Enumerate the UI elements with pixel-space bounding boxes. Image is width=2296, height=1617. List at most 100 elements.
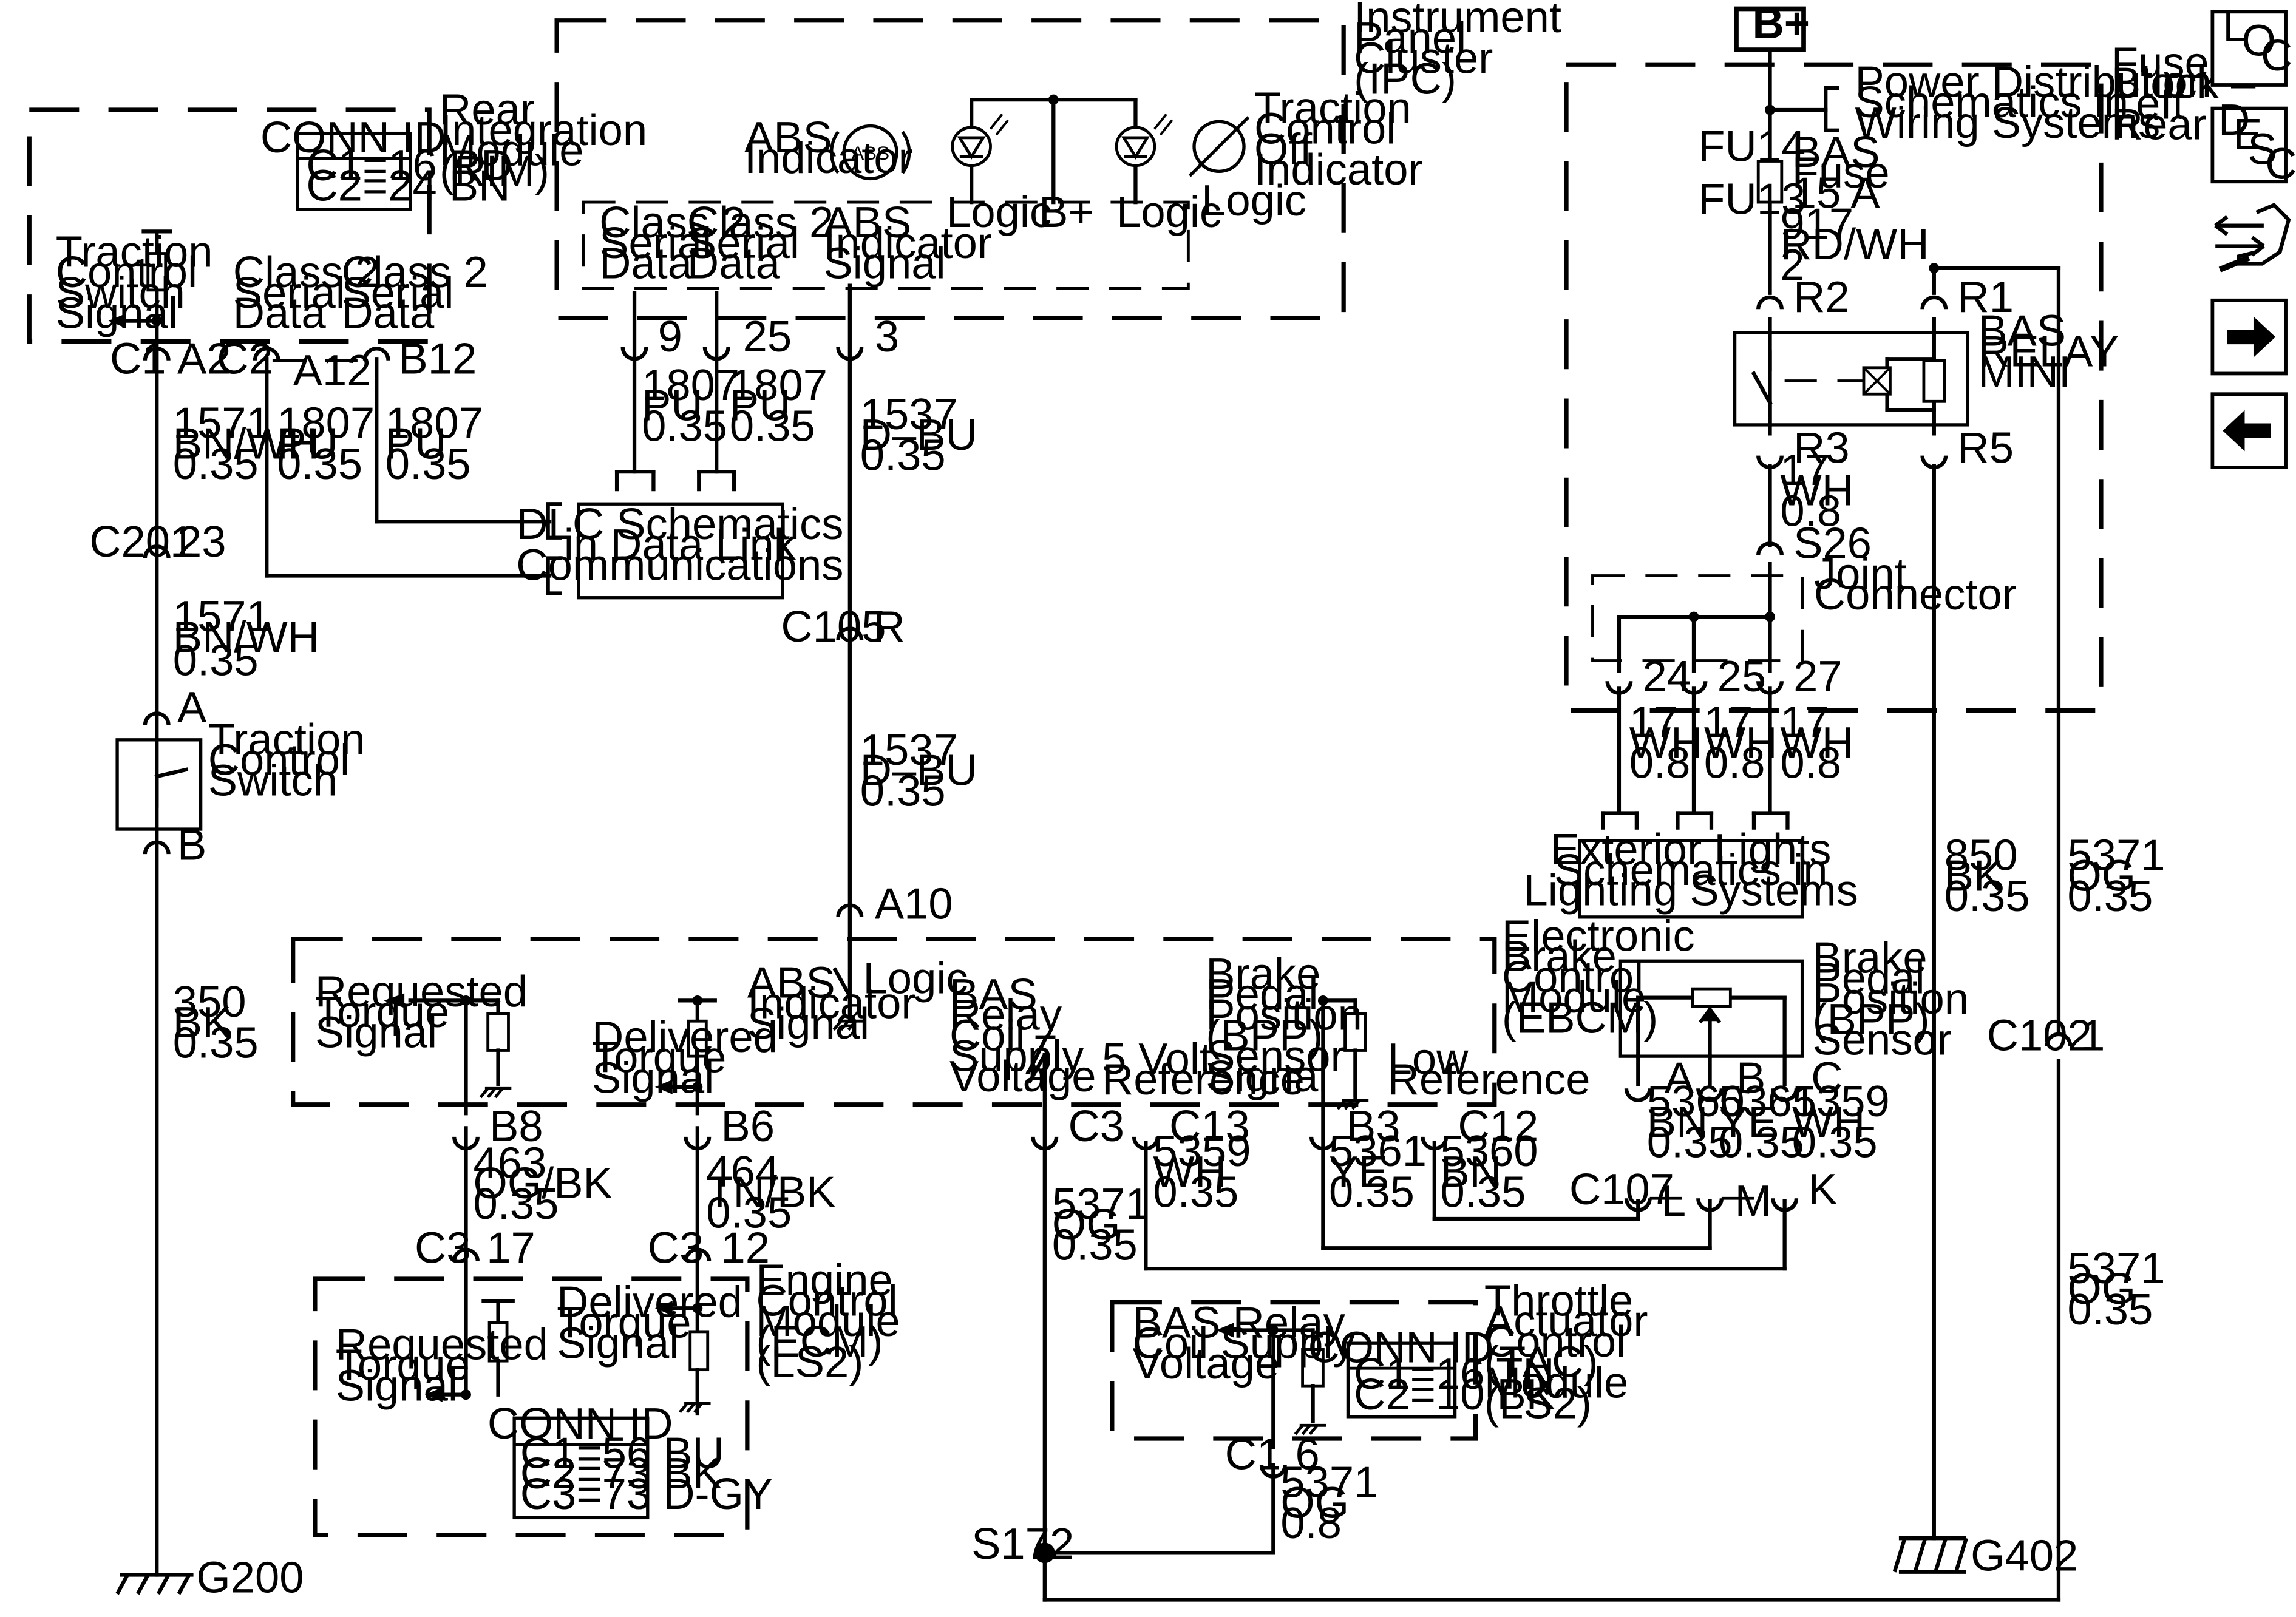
diagram-label: Torque <box>315 988 449 1037</box>
diagram-label: Data <box>341 289 435 338</box>
diagram-label: Fuse <box>2111 38 2209 87</box>
diagram-label: 0.35 <box>2067 872 2153 921</box>
diagram-label: RD/WH <box>1780 220 1929 269</box>
diagram-label: Module <box>756 1297 900 1346</box>
diagram-label: Lighting Systems <box>1524 866 1858 915</box>
diagram-label: B+ <box>1039 188 1094 237</box>
diagram-label: 27 <box>1793 652 1843 701</box>
diagram-label: Requested <box>315 967 528 1016</box>
diagram-label: Class 2 <box>599 198 746 247</box>
diagram-label: 464 <box>706 1147 779 1196</box>
diagram-label: Data <box>687 239 781 288</box>
diagram-label: Signal <box>747 999 869 1048</box>
diagram-label: Connector <box>1814 570 2017 619</box>
diagram-label: 2 <box>1780 240 1804 290</box>
diagram-label: S172 <box>971 1519 1074 1568</box>
diagram-label: 17 <box>1629 697 1679 747</box>
diagram-label: Fuse <box>1792 148 1890 197</box>
diagram-label: BN/WH <box>173 612 319 662</box>
diagram-label: 0.35 <box>385 439 471 489</box>
diagram-label: C2=10 BK <box>1354 1370 1555 1419</box>
diagram-label: Sensor <box>1206 1031 1345 1080</box>
diagram-label: R2 <box>1793 273 1850 322</box>
diagram-label: 0.35 <box>860 431 946 480</box>
diagram-label: PU <box>730 381 791 430</box>
diagram-label: 5371 <box>2067 1244 2165 1293</box>
diagram-label: C <box>1811 1053 1843 1102</box>
diagram-label: CONN ID <box>260 113 446 162</box>
diagram-label: A10 <box>875 879 953 928</box>
diagram-label: B3 <box>1347 1102 1401 1151</box>
rim-conn-box <box>296 131 412 211</box>
diagram-label: C2 <box>217 334 273 383</box>
desc-button[interactable]: D E S C <box>2210 95 2296 188</box>
diagram-label: 0.35 <box>706 1188 792 1238</box>
diagram-label: Schematics in <box>1554 846 1828 895</box>
diagram-label: 5371 <box>1280 1458 1378 1507</box>
diagram-label: Indicator <box>823 219 992 268</box>
diagram-label: (LS2) <box>1484 1378 1592 1428</box>
diagram-label: Coil <box>949 1011 1025 1060</box>
diagram-label: O <box>2242 16 2276 66</box>
diagram-label: Indicator <box>1254 145 1423 194</box>
diagram-label: G200 <box>196 1553 304 1602</box>
diagram-label: Class 2 <box>341 248 487 297</box>
diagram-label: 0.35 <box>730 401 815 450</box>
diagram-label: Torque <box>592 1033 726 1082</box>
diagram-label: 6 <box>1296 1430 1320 1479</box>
rim-box <box>27 107 432 344</box>
diagram-label: Signal <box>56 289 178 338</box>
diagram-label: S <box>2247 124 2277 174</box>
diagram-label: C2=24 BN <box>306 161 510 211</box>
wires <box>141 47 2061 1602</box>
diagram-label: 917 <box>1780 199 1853 248</box>
diagram-label: 0.35 <box>1440 1168 1526 1217</box>
diagram-label: BAS <box>949 970 1038 1019</box>
diagram-label: C <box>2261 31 2292 80</box>
diagram-label: Logic <box>1201 176 1306 225</box>
diagram-label: 5361 <box>1719 1077 1816 1126</box>
diagram-label: 17 <box>1704 697 1753 747</box>
diagram-label: C3 <box>1068 1102 1124 1151</box>
diagram-label: 0.8 <box>1629 739 1691 788</box>
diagram-label: Module <box>1502 973 1646 1022</box>
diagram-label: S26 <box>1793 519 1872 568</box>
diagram-label: D–BU <box>860 410 977 459</box>
loc-button[interactable]: L O C <box>2210 2 2292 87</box>
next-page-button[interactable] <box>2210 298 2288 376</box>
diagram-label: Module <box>440 126 583 175</box>
diagram-label: 25 <box>1717 652 1767 701</box>
ebcm-box <box>291 937 1497 1107</box>
connector-tool-icon[interactable] <box>2214 203 2291 273</box>
diagram-label: BN/WH <box>173 419 319 468</box>
diagram-label: 9 <box>658 312 682 361</box>
diagram-label: Delivered <box>592 1012 778 1062</box>
exterior-lights-box <box>1578 839 1804 919</box>
diagram-label: Class 2 <box>687 198 834 247</box>
diagram-label: 5371 <box>1052 1179 1150 1229</box>
diagram-label: WH <box>1780 718 1853 767</box>
diagram-label: TN/BK <box>706 1168 835 1217</box>
diagram-label: 1537 <box>860 390 958 439</box>
diagram-label: Serial <box>341 268 453 317</box>
diagram-label: Serial <box>599 219 712 268</box>
diagram-label: CONN ID <box>487 1399 673 1448</box>
diagram-label: A2 <box>177 334 231 383</box>
diagram-label: 5359 <box>1792 1077 1890 1126</box>
diagram-label: Communications <box>516 541 843 590</box>
diagram-label: 25 <box>743 312 792 361</box>
diagram-label: Relay <box>949 991 1062 1040</box>
diagram-label: C1=16 TN <box>1354 1349 1555 1398</box>
prev-page-button[interactable] <box>2210 392 2288 469</box>
diagram-label: 5359 <box>1153 1127 1251 1176</box>
diagram-label: Rear <box>2111 100 2207 149</box>
joint-connector-box <box>1591 574 1804 662</box>
diagram-label: Logic <box>946 188 1051 237</box>
diagram-label: 1807 <box>642 361 739 410</box>
diagram-label: Reference <box>1102 1055 1305 1104</box>
diagram-label: B <box>1736 1053 1765 1102</box>
diagram-label: 0.35 <box>2067 1285 2153 1334</box>
diagram-label: Position <box>1206 991 1362 1040</box>
diagram-label: WH <box>1780 466 1853 515</box>
